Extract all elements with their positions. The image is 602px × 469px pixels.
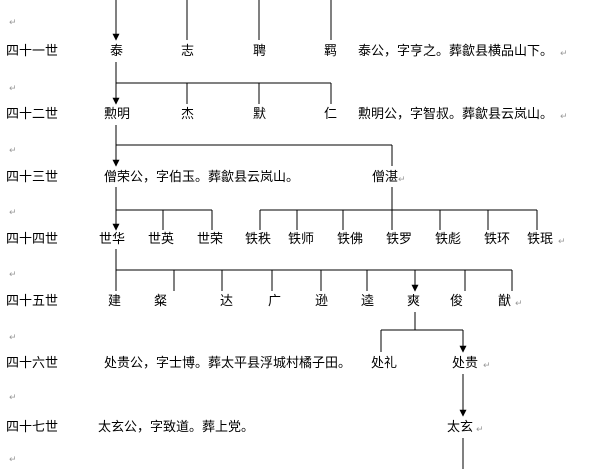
person-name: 逊 [315, 294, 329, 309]
generation-label: 四十一世 [6, 44, 59, 59]
paragraph-mark: ↵ [9, 270, 17, 280]
person-name: 铁彪 [435, 232, 462, 247]
paragraph-mark: ↵ [515, 299, 523, 309]
person-name: 逵 [361, 294, 375, 309]
person-name: 志 [181, 44, 195, 59]
paragraph-mark: ↵ [9, 393, 17, 403]
paragraph-mark: ↵ [398, 175, 406, 185]
person-note: 僧荣公，字伯玉。葬歙县云岚山。 [104, 170, 300, 185]
person-name: 僧湛 [372, 170, 399, 185]
person-name: 杰 [181, 107, 195, 122]
generation-label: 四十七世 [6, 420, 59, 435]
person-name: 铁珉 [527, 232, 554, 247]
paragraph-mark: ↵ [9, 455, 17, 465]
person-name: 爽 [407, 294, 421, 309]
person-name: 世英 [148, 232, 175, 247]
person-name: 猷 [498, 294, 512, 309]
paragraph-mark: ↵ [9, 208, 17, 218]
person-name: 世华 [99, 232, 126, 247]
person-name: 俊 [450, 294, 464, 309]
person-note: 处贵公，字士博。葬太平县浮城村橘子田。 [104, 356, 352, 371]
person-name: 处贵 [452, 356, 479, 371]
generation-label: 四十二世 [6, 107, 59, 122]
person-name: 太玄 [447, 420, 474, 435]
paragraph-mark: ↵ [9, 18, 17, 28]
person-name: 铁佛 [337, 232, 364, 247]
person-note: 太玄公，字致道。葬上党。 [98, 420, 255, 435]
person-name: 默 [253, 107, 267, 122]
generation-label: 四十五世 [6, 294, 59, 309]
paragraph-mark: ↵ [483, 361, 491, 371]
person-name: 粲 [154, 294, 168, 309]
person-name: 铁环 [484, 232, 511, 247]
paragraph-mark: ↵ [558, 237, 566, 247]
person-name: 铁秩 [245, 232, 272, 247]
person-name: 仁 [324, 107, 338, 122]
person-name: 勲明 [104, 107, 131, 122]
person-name: 铁师 [288, 232, 315, 247]
generation-label: 四十四世 [6, 232, 59, 247]
person-name: 铁罗 [386, 232, 413, 247]
person-name: 聘 [253, 44, 267, 59]
person-name: 世荣 [197, 232, 224, 247]
paragraph-mark: ↵ [9, 84, 17, 94]
person-note: 勲明公，字智叔。葬歙县云岚山。 [358, 107, 554, 122]
paragraph-mark: ↵ [476, 425, 484, 435]
person-name: 泰 [110, 44, 124, 59]
person-name: 达 [220, 294, 234, 309]
paragraph-mark: ↵ [560, 49, 568, 59]
paragraph-mark: ↵ [560, 112, 568, 122]
generation-label: 四十三世 [6, 170, 59, 185]
person-name: 建 [108, 294, 122, 309]
paragraph-mark: ↵ [9, 333, 17, 343]
person-name: 广 [268, 294, 282, 309]
person-name: 羁 [324, 44, 338, 59]
person-name: 处礼 [371, 356, 398, 371]
paragraph-mark: ↵ [9, 146, 17, 156]
person-note: 泰公，字亨之。葬歙县横品山下。 [358, 44, 554, 59]
generation-label: 四十六世 [6, 356, 59, 371]
